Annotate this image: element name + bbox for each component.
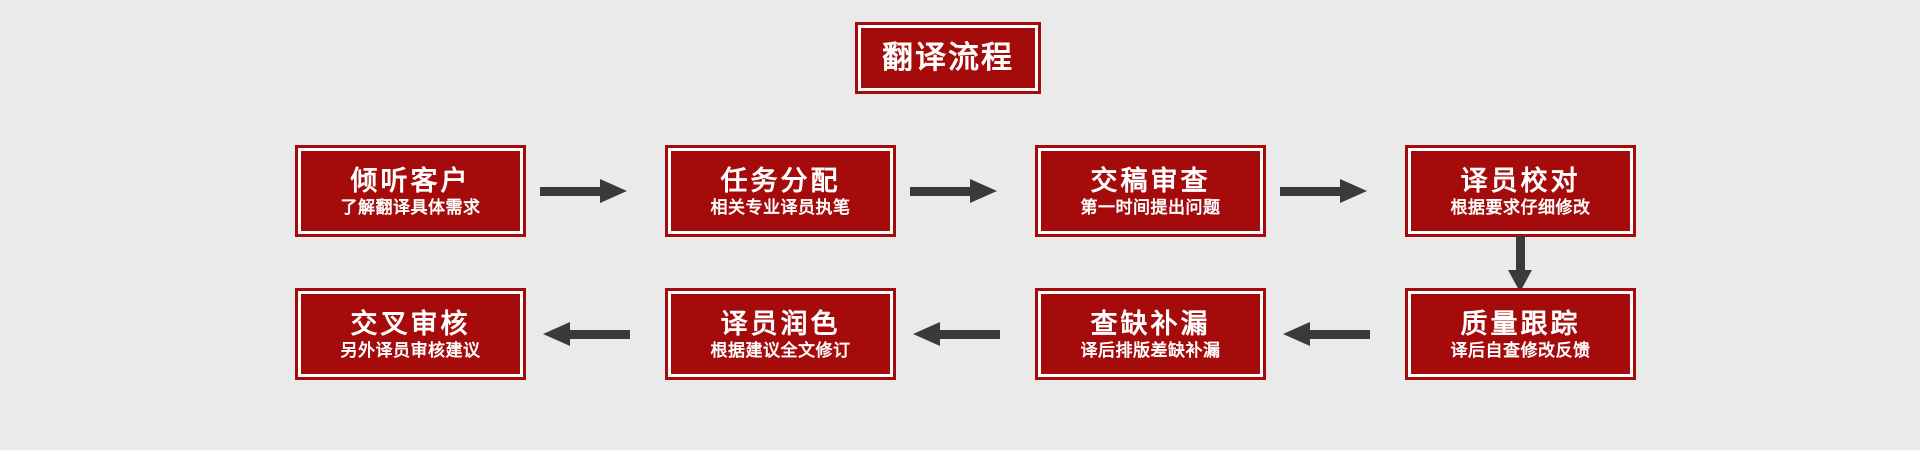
step-headline: 任务分配: [720, 165, 841, 197]
step-headline: 交叉审核: [350, 308, 471, 340]
step-content: 倾听客户 了解翻译具体需求: [298, 168, 523, 217]
arrow-shaft: [540, 187, 602, 196]
step-box-quality-tracking[interactable]: 质量跟踪 译后自查修改反馈: [1405, 288, 1636, 380]
arrow-left-icon: [540, 319, 630, 349]
step-box-task-assignment[interactable]: 任务分配 相关专业译员执笔: [665, 145, 896, 237]
step-box-translator-polishing[interactable]: 译员润色 根据建议全文修订: [665, 288, 896, 380]
arrow-shaft: [1308, 330, 1370, 339]
diagram-title-box: 翻译流程: [855, 22, 1041, 94]
arrow-shaft: [938, 330, 1000, 339]
arrow-right-icon: [540, 176, 630, 206]
step-subline: 第一时间提出问题: [1080, 197, 1221, 218]
arrow-right-icon: [910, 176, 1000, 206]
step-box-translator-proofreading[interactable]: 译员校对 根据要求仔细修改: [1405, 145, 1636, 237]
step-subline: 另外译员审核建议: [340, 340, 481, 361]
arrow-shaft: [910, 187, 972, 196]
arrow-left-icon: [910, 319, 1000, 349]
step-content: 交叉审核 另外译员审核建议: [298, 311, 523, 360]
arrow-head: [1340, 179, 1367, 203]
arrow-head: [1283, 322, 1310, 346]
step-box-cross-review[interactable]: 交叉审核 另外译员审核建议: [295, 288, 526, 380]
step-content: 译员校对 根据要求仔细修改: [1408, 168, 1633, 217]
step-box-gap-checking[interactable]: 查缺补漏 译后排版差缺补漏: [1035, 288, 1266, 380]
step-subline: 译后排版差缺补漏: [1080, 340, 1221, 361]
step-box-submission-review[interactable]: 交稿审查 第一时间提出问题: [1035, 145, 1266, 237]
step-headline: 倾听客户: [350, 165, 471, 197]
step-content: 任务分配 相关专业译员执笔: [668, 168, 893, 217]
step-content: 译员润色 根据建议全文修订: [668, 311, 893, 360]
step-headline: 交稿审查: [1090, 165, 1211, 197]
step-headline: 质量跟踪: [1460, 308, 1581, 340]
arrow-head: [913, 322, 940, 346]
step-headline: 译员校对: [1460, 165, 1581, 197]
arrow-head: [1508, 270, 1532, 292]
arrow-right-icon: [1280, 176, 1370, 206]
arrow-shaft: [1280, 187, 1342, 196]
step-content: 交稿审查 第一时间提出问题: [1038, 168, 1263, 217]
arrow-head: [543, 322, 570, 346]
step-subline: 根据要求仔细修改: [1450, 197, 1591, 218]
step-headline: 译员润色: [720, 308, 841, 340]
step-subline: 根据建议全文修订: [710, 340, 851, 361]
arrow-down-icon: [1505, 236, 1535, 292]
step-subline: 了解翻译具体需求: [340, 197, 481, 218]
diagram-title-inner: 翻译流程: [858, 39, 1038, 76]
step-content: 查缺补漏 译后排版差缺补漏: [1038, 311, 1263, 360]
arrow-head: [970, 179, 997, 203]
step-headline: 查缺补漏: [1090, 308, 1211, 340]
arrow-head: [600, 179, 627, 203]
step-subline: 相关专业译员执笔: [710, 197, 851, 218]
arrow-shaft: [1516, 236, 1525, 272]
diagram-title-text: 翻译流程: [882, 39, 1014, 76]
arrow-left-icon: [1280, 319, 1370, 349]
arrow-shaft: [568, 330, 630, 339]
step-subline: 译后自查修改反馈: [1450, 340, 1591, 361]
step-content: 质量跟踪 译后自查修改反馈: [1408, 311, 1633, 360]
step-box-listen-to-customer[interactable]: 倾听客户 了解翻译具体需求: [295, 145, 526, 237]
